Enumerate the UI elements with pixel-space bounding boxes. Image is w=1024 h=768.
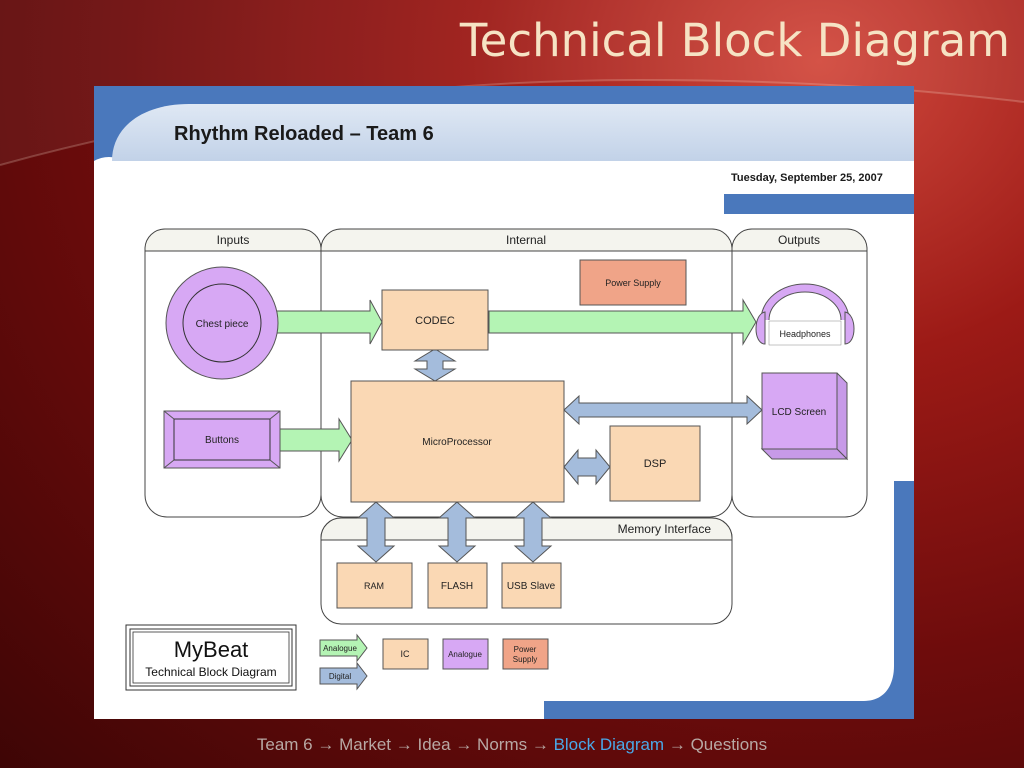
dsp-block: DSP bbox=[609, 425, 701, 502]
chest-piece-block: Chest piece bbox=[165, 266, 279, 380]
buttons-block: Buttons bbox=[163, 410, 281, 469]
microprocessor-label: MicroProcessor bbox=[422, 437, 492, 448]
headphones-label: Headphones bbox=[779, 329, 831, 339]
legend-power-supply: Power Supply bbox=[502, 638, 549, 670]
ram-block: RAM bbox=[336, 562, 413, 609]
headphones-block: Headphones bbox=[755, 283, 855, 346]
svg-text:Analogue: Analogue bbox=[323, 644, 357, 653]
legend-analogue-arrow: Analogue bbox=[319, 633, 368, 663]
footer-item[interactable]: Idea bbox=[417, 735, 451, 754]
legend-ic: IC bbox=[382, 638, 429, 670]
power-supply-block: Power Supply bbox=[579, 259, 687, 306]
buttons-label: Buttons bbox=[205, 435, 239, 446]
footer-item[interactable]: Questions bbox=[690, 735, 768, 754]
analogue-arrow-buttons-to-mcu bbox=[279, 417, 353, 463]
title-box-subtitle: Technical Block Diagram bbox=[145, 665, 276, 679]
footer-item[interactable]: Team 6 bbox=[256, 735, 313, 754]
title-box-name: MyBeat bbox=[174, 637, 249, 662]
usb-slave-label: USB Slave bbox=[507, 581, 556, 592]
footer-nav: Team 6 → Market → Idea → Norms → Block D… bbox=[0, 735, 1024, 755]
footer-separator: → bbox=[312, 735, 340, 754]
footer-separator: → bbox=[391, 735, 418, 754]
digital-arrow-mcu-ram bbox=[356, 501, 396, 563]
slide-title: Technical Block Diagram bbox=[459, 14, 1010, 67]
microprocessor-block: MicroProcessor bbox=[350, 380, 565, 503]
digital-arrow-mcu-dsp bbox=[563, 448, 611, 486]
codec-block: CODEC bbox=[381, 289, 489, 351]
legend: Analogue Digital IC Analogue Power Suppl… bbox=[319, 633, 549, 691]
header-band bbox=[94, 86, 914, 719]
svg-text:Analogue: Analogue bbox=[448, 650, 482, 659]
analogue-arrow-chest-to-codec bbox=[275, 299, 383, 345]
footer-item[interactable]: Market bbox=[339, 735, 392, 754]
lcd-screen-block: LCD Screen bbox=[760, 372, 849, 461]
footer-item[interactable]: Block Diagram bbox=[553, 735, 665, 754]
power-supply-label: Power Supply bbox=[605, 278, 661, 288]
flash-block: FLASH bbox=[427, 562, 488, 609]
legend-analogue-box: Analogue bbox=[442, 638, 489, 670]
svg-text:Supply: Supply bbox=[513, 655, 537, 664]
flash-label: FLASH bbox=[441, 581, 473, 592]
usb-slave-block: USB Slave bbox=[501, 562, 562, 609]
section-inputs-label: Inputs bbox=[217, 233, 250, 247]
section-internal-label: Internal bbox=[506, 233, 546, 247]
lcd-screen-label: LCD Screen bbox=[772, 407, 826, 418]
analogue-arrow-codec-to-headphones bbox=[488, 298, 757, 346]
svg-text:IC: IC bbox=[401, 649, 411, 659]
footer-separator: → bbox=[664, 735, 691, 754]
diagram-date: Tuesday, September 25, 2007 bbox=[731, 172, 883, 184]
title-box: MyBeat Technical Block Diagram bbox=[125, 624, 297, 691]
section-memory-label: Memory Interface bbox=[618, 522, 712, 536]
chest-piece-label: Chest piece bbox=[196, 319, 249, 330]
section-inputs: Inputs bbox=[144, 228, 322, 518]
section-outputs-label: Outputs bbox=[778, 233, 820, 247]
digital-arrow-codec-mcu bbox=[413, 348, 457, 382]
section-outputs: Outputs bbox=[731, 228, 868, 518]
digital-arrow-mcu-usb bbox=[513, 501, 553, 563]
codec-label: CODEC bbox=[415, 315, 455, 327]
legend-digital-arrow: Digital bbox=[319, 661, 368, 691]
footer-item[interactable]: Norms bbox=[477, 735, 528, 754]
svg-text:Power: Power bbox=[514, 645, 537, 654]
footer-separator: → bbox=[527, 735, 554, 754]
diagram-header: Rhythm Reloaded – Team 6 bbox=[174, 123, 434, 145]
digital-arrow-mcu-flash bbox=[437, 501, 477, 563]
footer-separator: → bbox=[450, 735, 478, 754]
block-diagram: Rhythm Reloaded – Team 6 Tuesday, Septem… bbox=[94, 86, 914, 719]
svg-text:Digital: Digital bbox=[329, 672, 351, 681]
ram-label: RAM bbox=[364, 581, 384, 591]
dsp-label: DSP bbox=[644, 458, 667, 470]
